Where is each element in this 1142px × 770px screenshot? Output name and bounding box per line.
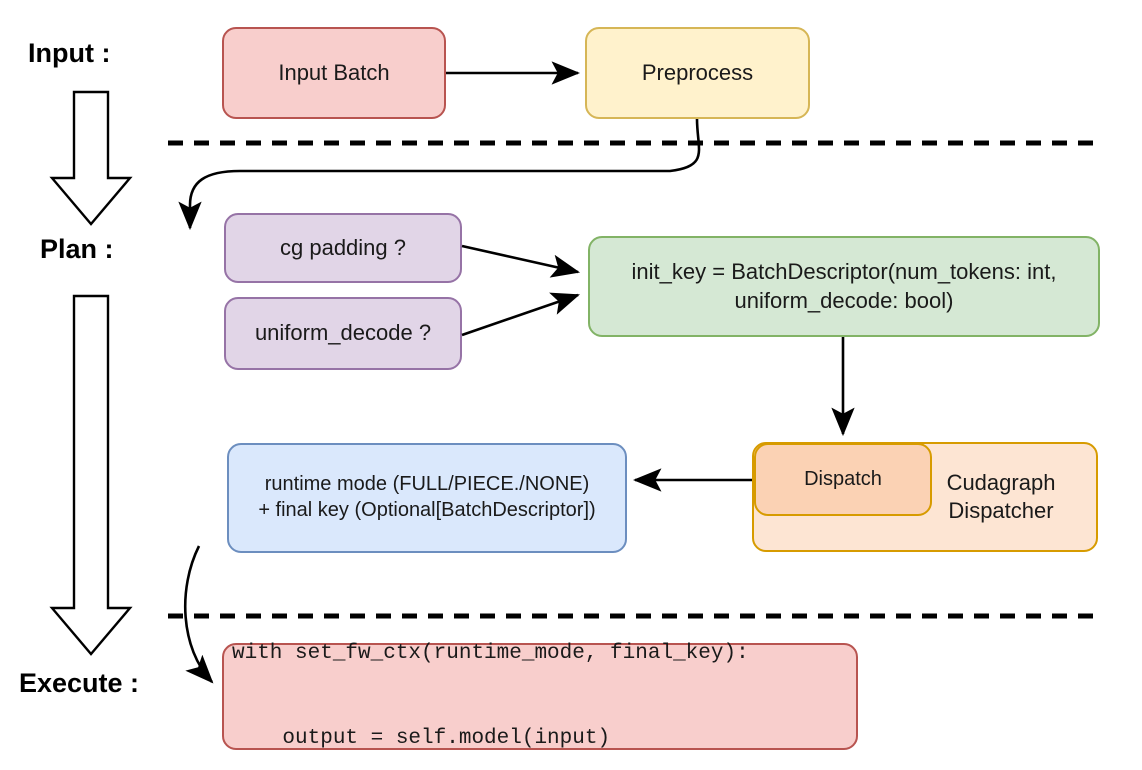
- node-init-key-label-line2: uniform_decode: bool): [734, 287, 954, 313]
- node-preprocess[interactable]: Preprocess: [585, 27, 810, 119]
- node-preprocess-label: Preprocess: [641, 59, 754, 85]
- node-execute-code-line2: output = self.model(input): [232, 726, 611, 750]
- node-cg-padding-label: cg padding ?: [280, 234, 406, 260]
- node-runtime-mode[interactable]: runtime mode (FULL/PIECE./NONE) + final …: [227, 443, 627, 553]
- node-uniform-decode[interactable]: uniform_decode ?: [224, 297, 462, 370]
- arrow-runtime-mode-to-execute-code: [184, 545, 214, 684]
- stage-label-plan: Plan :: [40, 234, 114, 264]
- arrow-cg-padding-to-init-key: [461, 244, 581, 278]
- node-init-key[interactable]: init_key = BatchDescriptor(num_tokens: i…: [588, 236, 1100, 337]
- node-execute-code-line1: with set_fw_ctx(runtime_mode, final_key)…: [232, 641, 749, 665]
- node-input-batch[interactable]: Input Batch: [222, 27, 446, 119]
- stage-arrow-plan-to-execute: [49, 294, 133, 656]
- node-runtime-mode-label-line1: runtime mode (FULL/PIECE./NONE): [264, 473, 590, 496]
- node-dispatch[interactable]: Dispatch: [754, 443, 932, 516]
- node-cudagraph-dispatcher-label-line1: Cudagraph: [946, 469, 1056, 495]
- node-input-batch-label: Input Batch: [278, 59, 390, 85]
- node-init-key-label-line1: init_key = BatchDescriptor(num_tokens: i…: [631, 259, 1057, 285]
- node-runtime-mode-label-line2: + final key (Optional[BatchDescriptor]): [258, 499, 596, 521]
- arrow-preprocess-to-cg-padding: [178, 118, 701, 231]
- node-execute-code[interactable]: with set_fw_ctx(runtime_mode, final_key)…: [222, 641, 858, 750]
- node-dispatch-label: Dispatch: [804, 467, 882, 490]
- arrow-uniform-decode-to-init-key: [461, 292, 580, 337]
- node-cudagraph-dispatcher-label-line2: Dispatcher: [948, 498, 1054, 523]
- stage-label-execute: Execute :: [19, 668, 140, 698]
- node-cg-padding[interactable]: cg padding ?: [224, 213, 462, 283]
- stage-arrow-input-to-plan: [49, 90, 133, 226]
- stage-label-input: Input :: [28, 38, 111, 68]
- node-uniform-decode-label: uniform_decode ?: [254, 320, 432, 346]
